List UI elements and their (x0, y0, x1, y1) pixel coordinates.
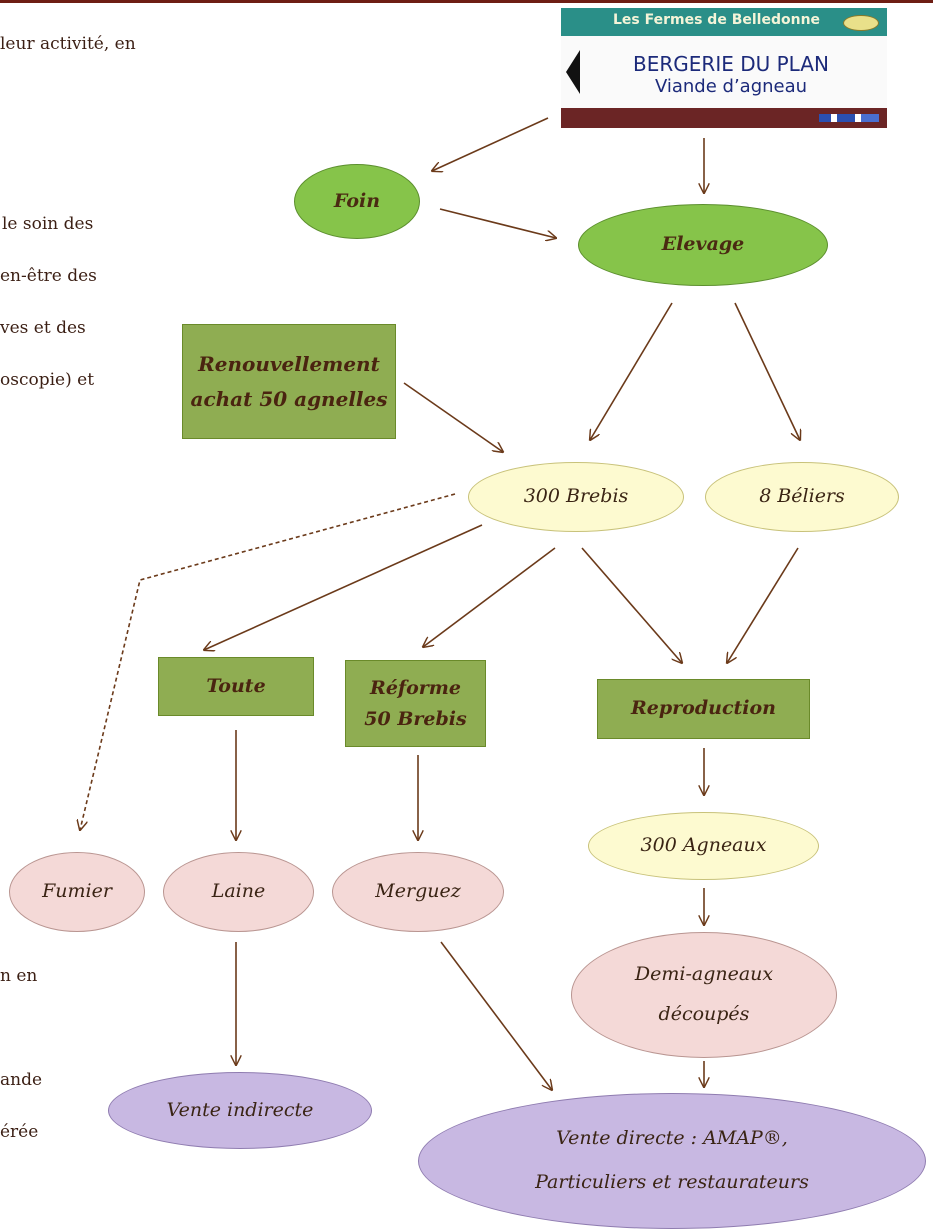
background-text-3: en-être des (0, 266, 97, 286)
arrow-sign-to-foin (432, 117, 549, 171)
arrow-merguez-to-vente-directe (440, 941, 552, 1090)
node-reproduction: Reproduction (597, 679, 810, 739)
sign-footer-band (561, 108, 887, 128)
farm-sign-image: Les Fermes de Belledonne BERGERIE DU PLA… (561, 8, 887, 128)
node-renouvellement-line2: achat 50 agnelles (190, 386, 388, 411)
node-laine-label: Laine (211, 880, 266, 903)
arrow-renouvellement-to-brebis (403, 382, 503, 452)
arrow-brebis-to-reforme (423, 547, 556, 647)
node-toute-label: Toute (206, 674, 266, 697)
node-demi-agneaux-line1: Demi-agneaux (634, 963, 774, 986)
node-vente-directe: Vente directe : AMAP®, Particuliers et r… (418, 1093, 926, 1229)
node-demi-agneaux-line2: découpés (658, 1003, 750, 1025)
background-text-7: ande (0, 1070, 43, 1090)
node-merguez: Merguez (332, 852, 504, 932)
background-text-5: oscopie) et (0, 370, 95, 390)
node-foin-label: Foin (333, 189, 381, 212)
node-merguez-label: Merguez (375, 880, 461, 903)
sign-subtitle: Viande d’agneau (654, 76, 808, 97)
background-text-6: n en (0, 966, 38, 986)
arrow-brebis-to-toute (204, 524, 483, 650)
arrow-brebis-to-fumier (80, 493, 456, 830)
node-agneaux-label: 300 Agneaux (640, 834, 767, 857)
node-vente-indirecte-label: Vente indirecte (166, 1098, 314, 1121)
node-laine: Laine (163, 852, 314, 932)
node-fumier-label: Fumier (42, 880, 112, 903)
arrow-brebis-to-reproduction (581, 547, 682, 663)
sign-logo-icon (843, 15, 879, 31)
background-text-4: ves et des (0, 318, 86, 338)
top-border (0, 0, 933, 3)
node-renouvellement-line1: Renouvellement (198, 351, 380, 376)
node-foin: Foin (294, 164, 420, 239)
arrow-beliers-to-reproduction (727, 547, 799, 663)
arrow-foin-to-elevage (439, 208, 556, 238)
node-vente-directe-line2: Particuliers et restaurateurs (535, 1171, 809, 1193)
node-reforme-line2: 50 Brebis (364, 707, 467, 730)
arrow-elevage-to-brebis (590, 302, 673, 440)
sign-title: BERGERIE DU PLAN (633, 52, 829, 76)
node-vente-directe-line1: Vente directe : AMAP®, (556, 1127, 788, 1150)
background-text-8: érée (0, 1122, 39, 1142)
arrow-elevage-to-beliers (734, 302, 800, 440)
node-agneaux: 300 Agneaux (588, 812, 819, 880)
node-elevage-label: Elevage (661, 233, 745, 256)
sign-flags-icon (819, 114, 879, 122)
node-renouvellement: Renouvellement achat 50 agnelles (182, 324, 396, 439)
node-beliers: 8 Béliers (705, 462, 899, 532)
node-reproduction-label: Reproduction (631, 697, 776, 720)
node-fumier: Fumier (9, 852, 145, 932)
node-demi-agneaux: Demi-agneaux découpés (571, 932, 837, 1058)
left-arrow-icon (566, 50, 580, 94)
sign-header-band: Les Fermes de Belledonne (561, 8, 887, 36)
node-vente-indirecte: Vente indirecte (108, 1072, 372, 1149)
background-text-1: leur activité, en (0, 34, 136, 54)
sign-brand: Les Fermes de Belledonne (613, 12, 821, 28)
background-text-2: le soin des (2, 214, 94, 234)
node-brebis: 300 Brebis (468, 462, 684, 532)
node-toute: Toute (158, 657, 314, 716)
sign-body: BERGERIE DU PLAN Viande d’agneau (561, 36, 887, 108)
node-elevage: Elevage (578, 204, 828, 286)
node-reforme: Réforme 50 Brebis (345, 660, 486, 747)
node-reforme-line1: Réforme (370, 677, 461, 700)
node-brebis-label: 300 Brebis (523, 485, 629, 508)
node-beliers-label: 8 Béliers (759, 485, 845, 508)
